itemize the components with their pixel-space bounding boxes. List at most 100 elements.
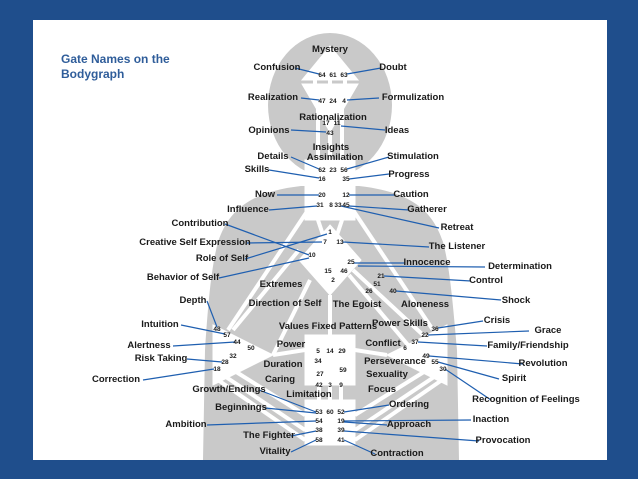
gate-label-recognition-of-feelings: Recognition of Feelings: [472, 394, 580, 405]
gate-number-14: 14: [326, 348, 334, 355]
gate-number-9: 9: [339, 382, 343, 389]
gate-number-53: 53: [315, 409, 323, 416]
gate-number-24: 24: [329, 98, 337, 105]
gate-number-58: 58: [315, 437, 323, 444]
centers: [212, 45, 448, 446]
gate-number-43: 43: [326, 130, 334, 137]
gate-number-38: 38: [315, 427, 323, 434]
gate-label-growth-endings: Growth/Endings: [192, 384, 265, 395]
gate-number-3: 3: [328, 382, 332, 389]
leader-line-the-fighter: [290, 430, 317, 437]
gate-label-risk-taking: Risk Taking: [135, 353, 188, 364]
gate-number-40: 40: [389, 288, 397, 295]
gate-label-focus: Focus: [368, 384, 396, 395]
slide-title: Gate Names on the Bodygraph: [61, 52, 170, 81]
gate-number-18: 18: [213, 366, 221, 373]
gate-number-29: 29: [338, 348, 346, 355]
gate-label-progress: Progress: [388, 169, 429, 180]
gate-label-retreat: Retreat: [441, 222, 475, 233]
gate-label-confusion: Confusion: [254, 62, 301, 73]
gate-number-5: 5: [316, 348, 320, 355]
leader-line-provocation: [343, 430, 480, 442]
gate-number-33: 33: [334, 202, 342, 209]
gate-number-12: 12: [342, 192, 350, 199]
gate-label-ideas: Ideas: [385, 125, 409, 136]
gate-label-now: Now: [255, 189, 276, 200]
gate-number-31: 31: [316, 202, 324, 209]
gate-label-shock: Shock: [502, 295, 531, 306]
leader-line-opinions: [290, 129, 327, 133]
leader-line-shock: [395, 290, 502, 301]
gate-label-behavior-of-self: Behavior of Self: [147, 272, 220, 283]
leader-line-grace: [427, 330, 530, 336]
gate-label-mystery: Mystery: [312, 44, 349, 55]
gate-label-revolution: Revolution: [518, 358, 567, 369]
gate-label-crisis: Crisis: [484, 315, 510, 326]
leader-line-vitality: [290, 439, 317, 453]
leader-line-inaction: [343, 419, 472, 422]
gate-label-opinions: Opinions: [248, 125, 289, 136]
gate-label-aloneness: Aloneness: [401, 299, 449, 310]
gate-number-42: 42: [315, 382, 323, 389]
gate-label-caution: Caution: [393, 189, 429, 200]
leader-line-contraction: [343, 439, 376, 455]
gate-number-37: 37: [411, 339, 419, 346]
gate-label-insights: Insights: [313, 142, 349, 153]
gate-label-the-egoist: The Egoist: [333, 299, 382, 310]
gate-number-23: 23: [329, 167, 337, 174]
gate-label-spirit: Spirit: [502, 373, 527, 384]
leader-line-determination: [357, 265, 486, 268]
gate-label-intuition: Intuition: [141, 319, 179, 330]
gate-label-grace: Grace: [535, 325, 562, 336]
gate-number-4: 4: [342, 98, 346, 105]
gate-label-control: Control: [469, 275, 503, 286]
gate-number-10: 10: [308, 252, 316, 259]
gate-number-46: 46: [340, 268, 348, 275]
gate-label-details: Details: [257, 151, 288, 162]
gate-number-61: 61: [329, 72, 337, 79]
gate-number-26: 26: [365, 288, 373, 295]
gate-label-gatherer: Gatherer: [407, 204, 447, 215]
leader-line-realization: [300, 97, 320, 101]
leader-line-ambition: [206, 420, 317, 426]
gate-number-50: 50: [247, 345, 255, 352]
leader-line-approach: [343, 421, 388, 426]
gate-number-39: 39: [337, 427, 345, 434]
gate-number-64: 64: [318, 72, 326, 79]
gate-label-creative-self-expression: Creative Self Expression: [139, 237, 251, 248]
gate-label-contribution: Contribution: [172, 218, 229, 229]
gate-number-48: 48: [213, 326, 221, 333]
gate-number-34: 34: [314, 358, 322, 365]
gate-label-stimulation: Stimulation: [387, 151, 439, 162]
leader-line-creative-self-expression: [246, 241, 323, 244]
gate-label-skills: Skills: [245, 164, 270, 175]
gate-label-duration: Duration: [263, 359, 302, 370]
leader-line-retreat: [340, 205, 440, 229]
leader-line-crisis: [437, 320, 484, 329]
gate-label-doubt: Doubt: [379, 62, 407, 73]
gate-number-41: 41: [337, 437, 345, 444]
gate-number-25: 25: [347, 259, 355, 266]
gate-label-extremes: Extremes: [260, 279, 303, 290]
gate-label-inaction: Inaction: [473, 414, 510, 425]
gate-number-7: 7: [323, 239, 327, 246]
gate-number-56: 56: [340, 167, 348, 174]
gate-number-57: 57: [223, 332, 231, 339]
leader-line-growth-endings: [258, 389, 317, 413]
gate-number-6: 6: [403, 345, 407, 352]
gate-label-vitality: Vitality: [260, 446, 292, 457]
gate-number-11: 11: [334, 120, 341, 127]
gate-label-perseverance: Perseverance: [364, 356, 426, 367]
leader-line-alertness: [172, 341, 236, 347]
gate-number-32: 32: [229, 353, 237, 360]
slide-panel: Gate Names on the Bodygraph: [33, 20, 607, 460]
gate-label-family-friendship: Family/Friendship: [487, 340, 568, 351]
leader-line-recognition-of-feelings: [444, 368, 492, 401]
leader-line-formulization: [346, 97, 380, 101]
leader-line-role-of-self: [244, 233, 328, 260]
gate-label-values-fixed-patterns: Values Fixed Patterns: [279, 321, 377, 332]
gate-number-45: 45: [342, 202, 350, 209]
leader-line-contribution: [224, 223, 310, 256]
gate-number-55: 55: [431, 359, 439, 366]
